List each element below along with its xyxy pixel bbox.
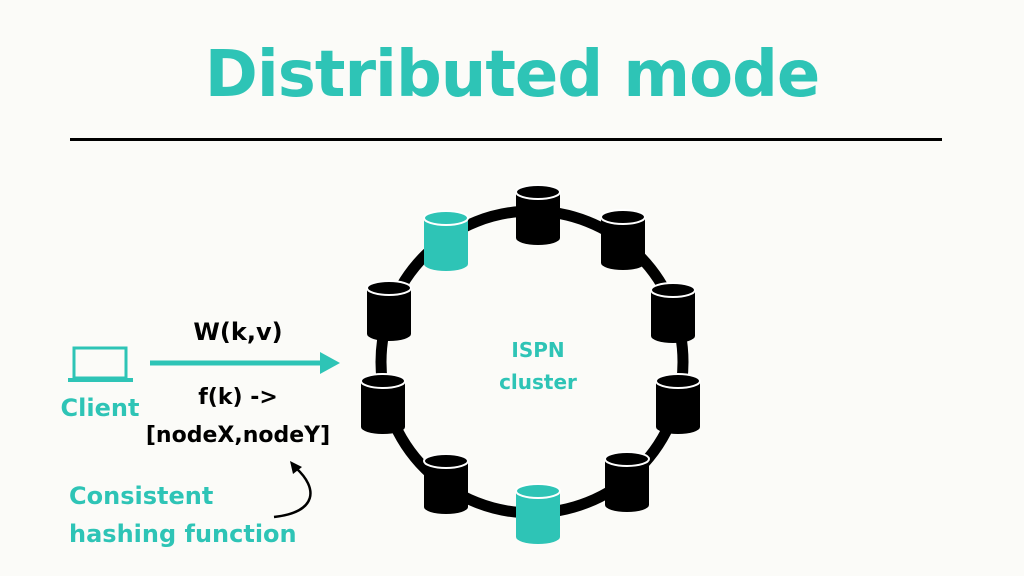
laptop-icon[interactable] <box>68 346 133 382</box>
database-node-icon <box>650 282 696 343</box>
database-node-icon <box>515 184 561 245</box>
database-node-icon <box>366 280 412 341</box>
request-arrow <box>150 352 340 374</box>
page-title: Distributed mode <box>204 38 821 112</box>
hash-operation-result: [nodeX,nodeY] <box>146 423 330 448</box>
note-label: Consistent <box>69 482 213 510</box>
database-node-icon <box>360 373 406 434</box>
write-operation-label: W(k,v) <box>193 318 282 346</box>
database-node-icon <box>423 453 469 514</box>
database-node-icon <box>600 209 646 270</box>
cluster-nodes <box>360 184 701 544</box>
client-label: Client <box>61 394 140 422</box>
note-label-secondary: hashing function <box>69 520 297 548</box>
hash-operation-label: f(k) -> <box>198 385 278 410</box>
pointer-arrow <box>273 461 312 519</box>
database-node-icon <box>515 483 561 544</box>
cluster-label: ISPN <box>511 338 564 362</box>
database-node-icon <box>604 451 650 512</box>
cluster-label-secondary: cluster <box>499 370 577 394</box>
database-node-icon <box>655 373 701 434</box>
title-divider <box>70 138 942 141</box>
database-node-icon <box>423 210 469 271</box>
